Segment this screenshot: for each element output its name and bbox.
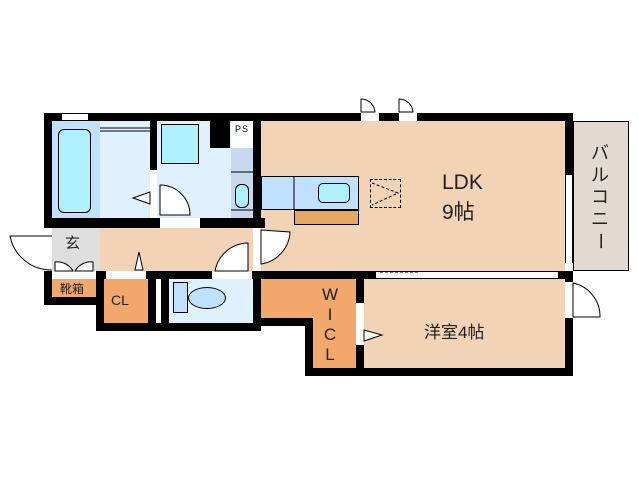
closet-label: CL bbox=[111, 292, 129, 308]
western-room-label: 洋室4帖 bbox=[424, 323, 485, 342]
door-opening bbox=[160, 218, 200, 228]
wall bbox=[96, 323, 261, 331]
western-room bbox=[364, 279, 565, 368]
window bbox=[361, 113, 379, 121]
walk-in-closet bbox=[261, 279, 315, 318]
wall bbox=[565, 279, 573, 376]
wall bbox=[44, 297, 104, 305]
entrance-label: 玄 bbox=[65, 235, 81, 252]
kitchen-shelf bbox=[294, 210, 359, 225]
pipe-space: PS bbox=[231, 121, 253, 138]
wall bbox=[148, 279, 156, 323]
balcony-char: バ bbox=[591, 143, 609, 163]
wall bbox=[253, 200, 261, 228]
balcony bbox=[573, 121, 629, 271]
door-opening bbox=[356, 303, 364, 345]
door-opening bbox=[212, 271, 252, 279]
sliding-window bbox=[565, 175, 573, 263]
balcony-char: ー bbox=[590, 232, 610, 250]
door-opening bbox=[52, 271, 96, 279]
balcony-char: ニ bbox=[591, 209, 609, 229]
wall bbox=[44, 113, 573, 121]
wall bbox=[44, 218, 265, 228]
balcony-label: バ ル コ ニ ー bbox=[587, 142, 613, 252]
wall bbox=[96, 271, 573, 279]
door-opening bbox=[106, 271, 146, 279]
shoe-box bbox=[52, 279, 96, 297]
wall bbox=[44, 271, 52, 305]
toilet-tank bbox=[173, 282, 188, 313]
wall bbox=[253, 113, 261, 228]
balcony-char: コ bbox=[591, 187, 609, 207]
washbasin bbox=[235, 184, 249, 208]
ldk-size: 9帖 bbox=[442, 201, 475, 224]
sliding-door bbox=[150, 170, 157, 218]
sliding-door bbox=[376, 271, 558, 279]
door-opening bbox=[156, 279, 161, 323]
wall bbox=[44, 113, 52, 233]
door-opening bbox=[253, 228, 261, 271]
washing-machine bbox=[161, 124, 199, 164]
wall bbox=[150, 121, 157, 218]
wic-letter: W bbox=[321, 285, 339, 304]
walk-in-closet-lower bbox=[313, 279, 356, 368]
wall bbox=[161, 279, 169, 323]
wic-letter: C bbox=[323, 325, 337, 344]
wall bbox=[210, 113, 230, 148]
toilet-bowl bbox=[188, 287, 226, 309]
wic-letter: I bbox=[327, 305, 333, 324]
wall bbox=[253, 318, 313, 326]
shoe-box-label: 靴箱 bbox=[60, 282, 85, 296]
balcony-char: ル bbox=[591, 165, 609, 185]
ps-label: PS bbox=[234, 124, 249, 134]
wall bbox=[253, 271, 261, 331]
window bbox=[399, 113, 417, 121]
wall bbox=[305, 368, 573, 376]
ldk-name: LDK bbox=[442, 171, 483, 194]
bathtub bbox=[58, 129, 91, 213]
door-opening bbox=[565, 282, 573, 318]
wic-letter: L bbox=[325, 345, 335, 364]
closet bbox=[104, 279, 148, 323]
wic-label: W I C L bbox=[320, 285, 340, 365]
wall bbox=[96, 271, 104, 331]
kitchen-sink bbox=[318, 183, 350, 203]
window bbox=[62, 113, 88, 121]
fridge-space bbox=[370, 179, 401, 208]
wall bbox=[305, 318, 313, 376]
bathroom-floor bbox=[100, 121, 150, 218]
